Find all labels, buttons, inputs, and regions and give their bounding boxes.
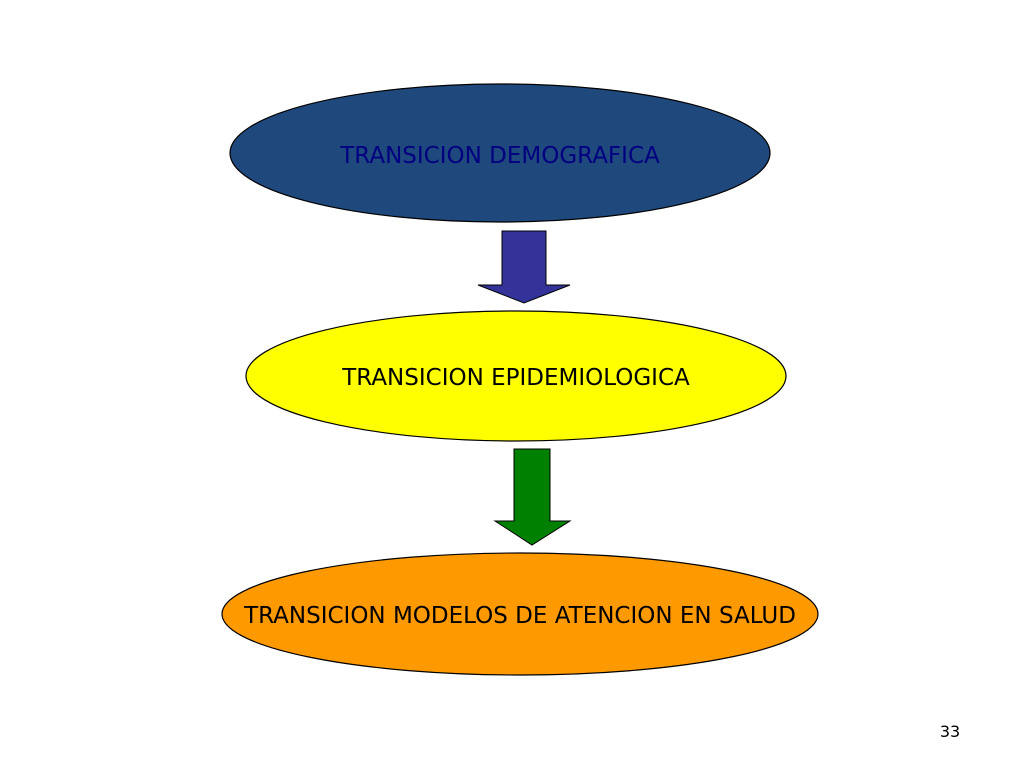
node-transicion-modelos: TRANSICION MODELOS DE ATENCION EN SALUD — [221, 552, 819, 676]
node-transicion-demografica: TRANSICION DEMOGRAFICA — [229, 83, 771, 223]
node-epidemiologica-shape — [245, 310, 787, 442]
node-transicion-epidemiologica: TRANSICION EPIDEMIOLOGICA — [245, 310, 787, 442]
node-demografica-label: TRANSICION DEMOGRAFICA — [339, 143, 660, 169]
node-modelos-label: TRANSICION MODELOS DE ATENCION EN SALUD — [243, 603, 796, 629]
node-modelos-shape — [221, 552, 819, 676]
node-epidemiologica-label: TRANSICION EPIDEMIOLOGICA — [341, 365, 690, 391]
node-demografica-shape — [229, 83, 771, 223]
arrow-demografica-to-epidemiologica — [477, 230, 571, 304]
page-number: 33 — [939, 722, 961, 741]
arrow-epidemiologica-to-modelos — [493, 448, 572, 546]
